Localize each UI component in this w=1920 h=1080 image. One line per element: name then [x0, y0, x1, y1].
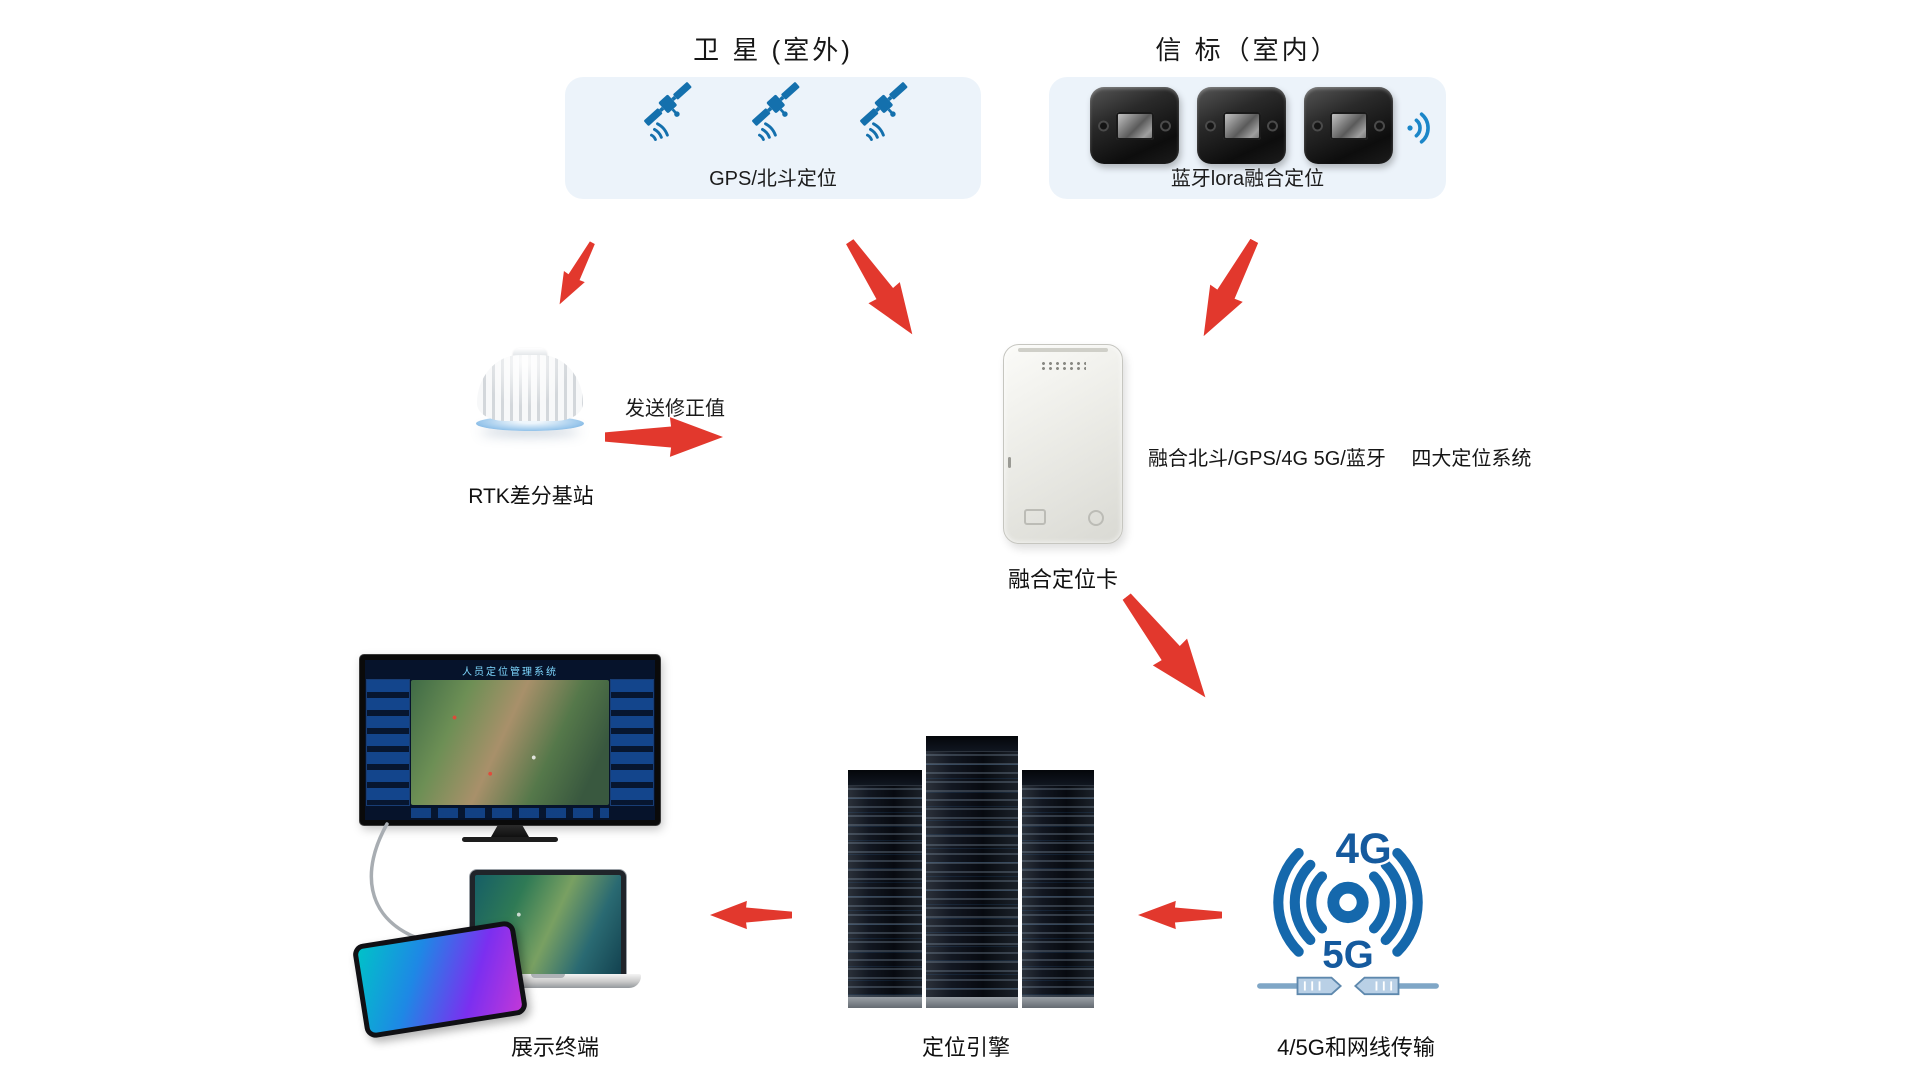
rtk-label: RTK差分基站: [468, 485, 594, 508]
monitor-stand: [491, 825, 529, 837]
network-center-ring: [1327, 881, 1369, 924]
beacon-led: [1205, 120, 1216, 131]
satellite-icon: [633, 81, 697, 147]
satellite-icon: [741, 81, 805, 147]
signal-waves-icon: [1403, 105, 1439, 151]
fusion-positioning-card: [1003, 344, 1123, 544]
rtk-base-station: [476, 348, 584, 444]
arrow-satellite-to-card: [833, 230, 929, 345]
dashboard-title: 人员定位管理系统: [462, 667, 558, 678]
card-speaker-holes: [1040, 361, 1086, 371]
satellite-icon-row: [565, 81, 981, 147]
dashboard-right-widgets: [610, 679, 654, 806]
rtk-dome: [477, 355, 583, 421]
beacon-caption: 蓝牙lora融合定位: [1170, 168, 1325, 190]
beacon-led: [1267, 120, 1278, 131]
network-4g5g-icon: 4G 5G: [1257, 823, 1439, 996]
network-label: 4/5G和网线传输: [1277, 1035, 1435, 1060]
bluetooth-beacon-device: [1304, 87, 1393, 164]
arrow-satellite-to-rtk: [549, 237, 604, 311]
display-cable: [369, 822, 419, 940]
badge-5g: 5G: [1322, 934, 1373, 977]
fusion-card-label: 融合定位卡: [1007, 567, 1118, 592]
server-rack: [1022, 770, 1094, 1008]
arrow-rtk-correction: [605, 416, 723, 458]
server-rack: [848, 770, 922, 1008]
bluetooth-beacon-device: [1197, 87, 1286, 164]
engine-label: 定位引擎: [921, 1035, 1010, 1060]
card-button-square: [1024, 509, 1046, 525]
satellite-caption: GPS/北斗定位: [709, 168, 837, 190]
beacon-section-title: 信 标（室内）: [1155, 35, 1340, 65]
dashboard-map: [411, 680, 609, 805]
card-button-round: [1088, 510, 1104, 526]
correction-arrow-label: 发送修正值: [625, 398, 725, 420]
beacon-led: [1160, 120, 1171, 131]
badge-4g: 4G: [1335, 825, 1391, 872]
arrow-engine-to-terminal: [710, 900, 792, 930]
bluetooth-beacon-device: [1090, 87, 1179, 164]
wall-display-monitor: 人员定位管理系统: [360, 655, 660, 842]
beacon-lens: [1222, 111, 1261, 140]
arrow-beacon-to-card: [1186, 232, 1271, 346]
monitor-base: [462, 837, 558, 842]
beacon-lens: [1115, 111, 1154, 140]
card-top-trim: [1018, 348, 1108, 352]
server-rack: [926, 736, 1018, 1008]
dashboard-bottom-widgets: [411, 808, 609, 818]
beacon-lens: [1329, 111, 1368, 140]
laptop-notch: [531, 974, 565, 978]
beacon-led: [1374, 120, 1385, 131]
satellite-section-title: 卫 星 (室外): [693, 35, 853, 65]
dashboard-left-widgets: [366, 679, 410, 806]
tablet-screen: [357, 925, 523, 1034]
satellite-icon: [849, 81, 913, 147]
beacon-led: [1312, 120, 1323, 131]
beacon-led: [1098, 120, 1109, 131]
ethernet-cable-icon: [1257, 976, 1439, 996]
arrow-card-to-network: [1108, 582, 1223, 711]
arrow-network-to-engine: [1138, 900, 1222, 930]
beacon-panel: 蓝牙lora融合定位: [1049, 77, 1446, 199]
card-side-slit: [1008, 457, 1011, 468]
satellite-panel: GPS/北斗定位: [565, 77, 981, 199]
fusion-card-note: 融合北斗/GPS/4G 5G/蓝牙 四大定位系统: [1148, 448, 1532, 470]
monitor-screen: 人员定位管理系统: [365, 660, 655, 820]
terminal-label: 展示终端: [510, 1035, 599, 1060]
positioning-engine-servers: [848, 736, 1094, 1008]
